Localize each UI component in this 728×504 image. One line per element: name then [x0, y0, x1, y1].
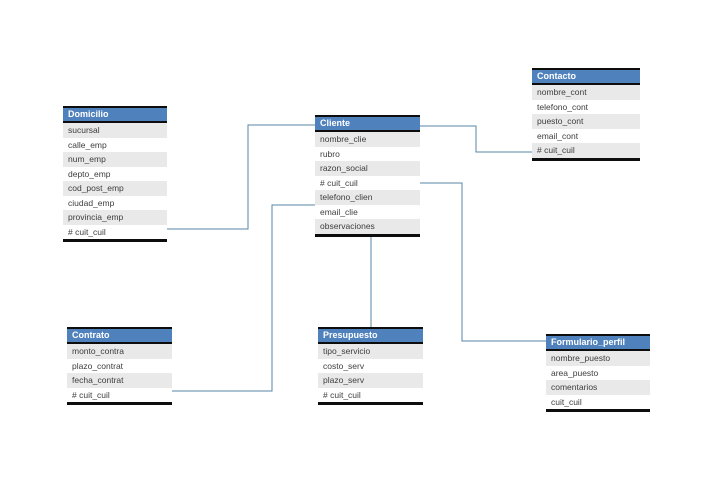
entity-field: fecha_contrat	[67, 373, 172, 388]
relationship-connector	[172, 204, 315, 392]
entity-field: # cuit_cuil	[318, 387, 423, 402]
entity-field: nombre_cont	[532, 85, 640, 100]
entity-header: Contrato	[67, 329, 172, 344]
entity-field: # cuit_cuil	[67, 387, 172, 402]
entity-field: sucursal	[63, 123, 167, 138]
relationship-connector	[167, 124, 315, 230]
entity-field: monto_contra	[67, 344, 172, 359]
entity-field: plazo_serv	[318, 373, 423, 388]
entity-header: Domicilio	[63, 108, 167, 123]
entity-field: email_cont	[532, 128, 640, 143]
entity-field: # cuit_cuil	[532, 143, 640, 158]
entity-field: nombre_clie	[315, 132, 420, 147]
entity-field: plazo_contrat	[67, 358, 172, 373]
entity-field: area_puesto	[546, 365, 650, 380]
entity-header: Cliente	[315, 117, 420, 132]
entity-header: Presupuesto	[318, 329, 423, 344]
relationship-connector	[420, 182, 546, 342]
entity-field: razon_social	[315, 161, 420, 176]
entity-field: observaciones	[315, 219, 420, 234]
entity-field: rubro	[315, 146, 420, 161]
entity-field: # cuit_cuil	[63, 224, 167, 239]
entity-header: Formulario_perfil	[546, 336, 650, 351]
entity-field: ciudad_emp	[63, 195, 167, 210]
entity-field: telefono_cont	[532, 99, 640, 114]
entity-header: Contacto	[532, 70, 640, 85]
entity-field: provincia_emp	[63, 210, 167, 225]
entity-field: nombre_puesto	[546, 351, 650, 366]
entity-field: tipo_servicio	[318, 344, 423, 359]
entity-field: telefono_clien	[315, 190, 420, 205]
entity-field: costo_serv	[318, 358, 423, 373]
entity-field: cod_post_emp	[63, 181, 167, 196]
entity-field: email_clie	[315, 204, 420, 219]
entity-field: puesto_cont	[532, 114, 640, 129]
entity-field: # cuit_cuil	[315, 175, 420, 190]
entity-field: cuit_cuil	[546, 394, 650, 409]
entity-field: num_emp	[63, 152, 167, 167]
entity-field: calle_emp	[63, 137, 167, 152]
entity-field: depto_emp	[63, 166, 167, 181]
entity-field: comentarios	[546, 380, 650, 395]
relationship-connector	[420, 125, 532, 153]
